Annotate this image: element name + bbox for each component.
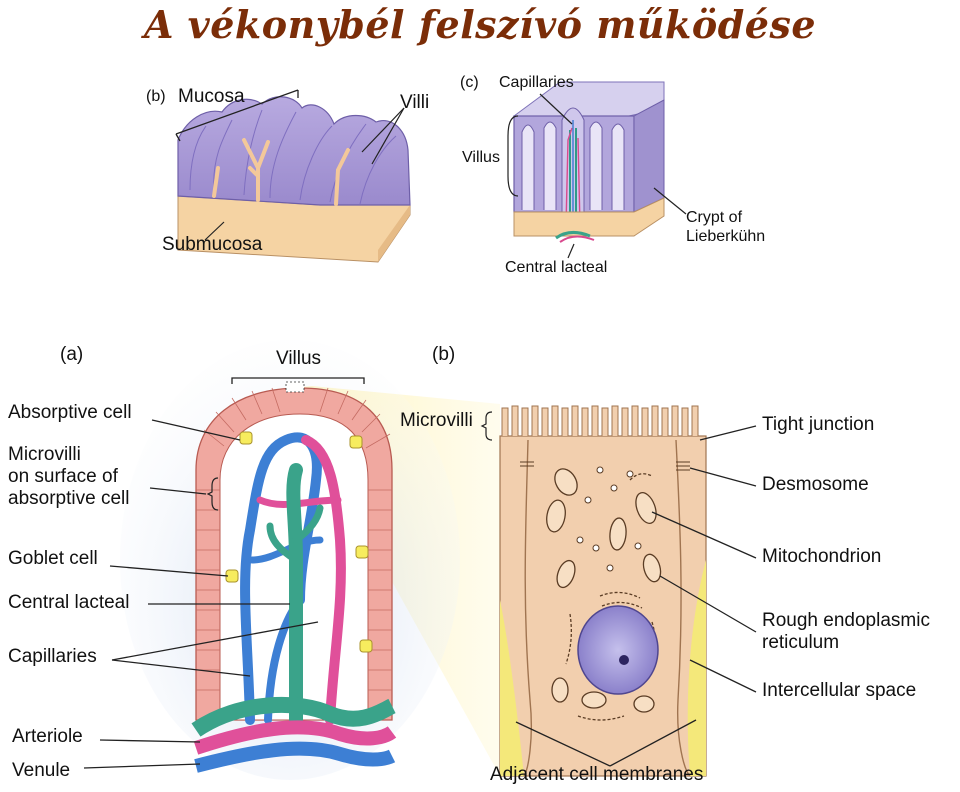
top-right-panel-letter: (c)	[460, 74, 479, 91]
label-rough-endoplasmic-reticulum: Rough endoplasmic reticulum	[762, 610, 930, 653]
label-villus: Villus	[276, 348, 322, 369]
top-left-panel-letter: (b)	[146, 88, 166, 105]
label-tight-junction: Tight junction	[762, 414, 875, 435]
label-villus-top: Villus	[462, 149, 500, 166]
label-desmosome: Desmosome	[762, 474, 869, 495]
label-goblet-cell: Goblet cell	[8, 548, 98, 569]
label-capillaries-top: Capillaries	[499, 74, 574, 91]
villus-panel-letter: (a)	[60, 344, 84, 365]
absorptive-cell-leader-lines	[515, 425, 757, 767]
label-central-lacteal: Central lacteal	[8, 592, 130, 613]
top-left-leader-lines	[204, 107, 405, 241]
villus-section-leader-lines	[83, 419, 319, 769]
top-left-mucosa-illustration	[175, 89, 411, 263]
label-central-lacteal-top: Central lacteal	[505, 259, 608, 276]
label-submucosa: Submucosa	[162, 234, 263, 255]
label-microvilli-surface: Microvilli on surface of absorptive cell	[8, 444, 130, 509]
label-capillaries: Capillaries	[8, 646, 97, 667]
label-crypt-of-lieberkuhn: Crypt of Lieberkühn	[686, 209, 766, 245]
label-mucosa: Mucosa	[178, 86, 245, 107]
page-title: A vékonybél felszívó működése	[143, 2, 817, 47]
label-venule: Venule	[12, 760, 71, 781]
label-absorptive-cell: Absorptive cell	[8, 402, 132, 423]
label-mitochondrion: Mitochondrion	[762, 546, 882, 567]
villus-section-illustration	[120, 340, 460, 780]
label-villi: Villi	[400, 92, 430, 113]
top-right-villus-illustration	[507, 81, 665, 243]
label-intercellular-space: Intercellular space	[762, 680, 917, 701]
cell-panel-letter: (b)	[432, 344, 456, 365]
top-right-leader-lines	[539, 93, 687, 259]
label-adjacent-cell-membranes: Adjacent cell membranes	[490, 764, 704, 785]
absorptive-cell-illustration	[480, 405, 707, 777]
label-microvilli: Microvilli	[400, 410, 473, 431]
label-arteriole: Arteriole	[12, 726, 83, 747]
